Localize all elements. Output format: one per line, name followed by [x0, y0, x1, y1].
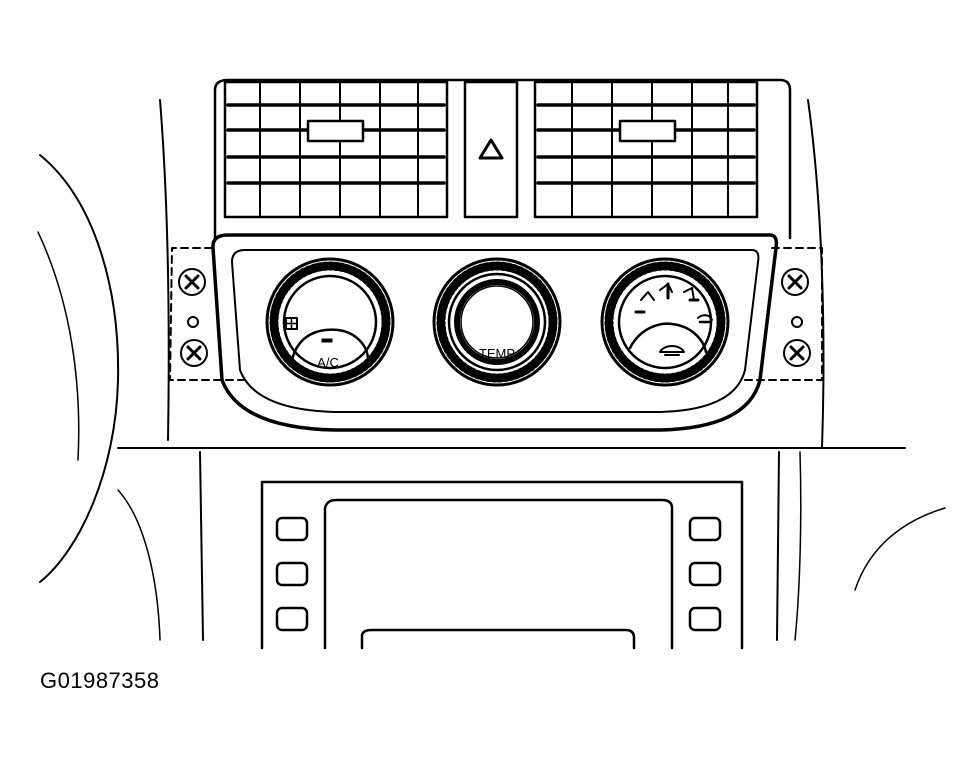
temperature-knob[interactable]: TEMP [432, 257, 562, 387]
x-screw-icon [186, 345, 202, 361]
air-mode-knob[interactable] [600, 257, 730, 387]
ac-label: A/C [317, 355, 339, 370]
vent-tab-left[interactable] [306, 119, 365, 143]
preset-button-right-1[interactable] [688, 516, 722, 542]
mounting-hole-left [187, 316, 199, 328]
preset-button-left-2[interactable] [275, 561, 309, 587]
preset-button-right-2[interactable] [688, 561, 722, 587]
hazard-button[interactable] [463, 80, 519, 219]
screw-left-bottom[interactable] [180, 339, 208, 367]
air-vent-left[interactable] [223, 80, 449, 219]
hazard-triangle-icon [478, 138, 504, 160]
defrost-icon [659, 345, 685, 356]
preset-button-left-3[interactable] [275, 606, 309, 632]
fan-speed-knob[interactable]: A/C [265, 257, 395, 387]
screw-right-top[interactable] [781, 268, 809, 296]
screw-right-bottom[interactable] [783, 339, 811, 367]
mounting-bracket-left [169, 247, 249, 381]
x-screw-icon [787, 274, 803, 290]
air-vent-right[interactable] [533, 80, 759, 219]
preset-button-left-1[interactable] [275, 516, 309, 542]
radio-buttons-left[interactable] [275, 516, 309, 632]
ac-indicator [321, 338, 333, 343]
recirculation-icon [697, 314, 713, 324]
dashboard-outline [37, 99, 946, 641]
control-panel-bezel [211, 233, 779, 432]
temp-label: TEMP [479, 346, 515, 361]
radio-buttons-right[interactable] [688, 516, 722, 632]
temperature-scale [454, 279, 541, 365]
mounting-bracket-right [739, 247, 823, 381]
x-screw-icon [789, 345, 805, 361]
bi-level-icon [659, 282, 673, 300]
figure-id: G01987358 [40, 668, 160, 693]
mounting-hole-right [791, 316, 803, 328]
floor-icon [683, 287, 700, 302]
vent-tab-right[interactable] [618, 119, 677, 143]
screw-left-top[interactable] [178, 268, 206, 296]
radio-unit [260, 480, 744, 650]
vent-housing [213, 78, 792, 240]
face-vent-icon [634, 291, 655, 314]
x-screw-icon [184, 274, 200, 290]
preset-button-right-3[interactable] [688, 606, 722, 632]
